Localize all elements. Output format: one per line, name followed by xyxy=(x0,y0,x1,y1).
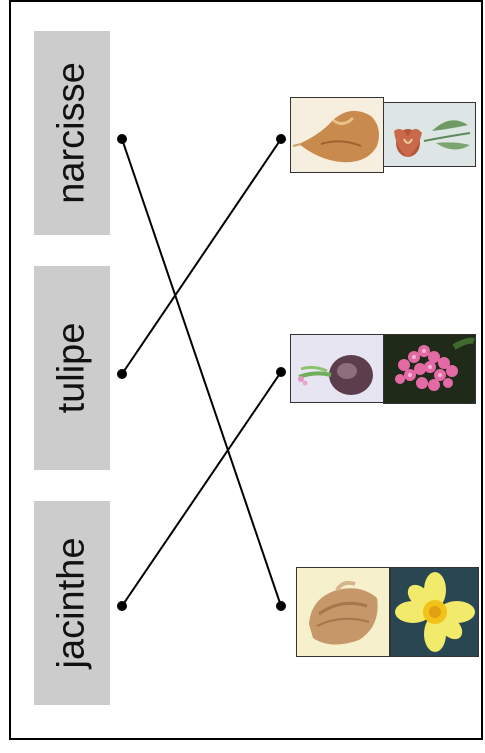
hyacinth-bulb-image xyxy=(290,334,384,403)
dot-tulip-pair xyxy=(276,134,286,144)
frame-top-border xyxy=(9,0,483,2)
daffodil-bulb-image xyxy=(296,567,390,657)
tulip-flower-image xyxy=(383,102,476,167)
worksheet-frame xyxy=(9,0,483,740)
dot-tulipe xyxy=(117,369,127,379)
dot-narcisse xyxy=(117,134,127,144)
line-narcisse-to-daffodil xyxy=(121,138,282,607)
word-card-jacinthe: jacinthe xyxy=(34,501,110,705)
word-card-narcisse: narcisse xyxy=(34,31,110,235)
dot-jacinthe xyxy=(117,601,127,611)
hyacinth-flower-image xyxy=(383,334,476,404)
dot-daffodil-pair xyxy=(276,601,286,611)
line-tulipe-to-tulip xyxy=(121,138,282,375)
line-jacinthe-to-hyacinth xyxy=(121,371,282,607)
word-card-tulipe: tulipe xyxy=(34,266,110,470)
dot-hyacinth-pair xyxy=(276,367,286,377)
daffodil-flower-image xyxy=(390,567,479,657)
